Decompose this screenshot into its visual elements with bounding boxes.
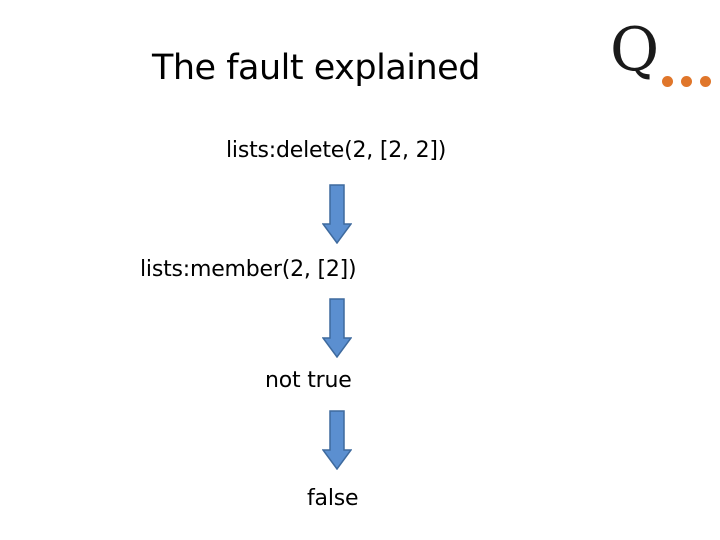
logo-dot [700,76,711,87]
step-delete-call: lists:delete(2, [2, 2]) [226,138,447,163]
step-false: false [307,486,359,511]
logo-dot [681,76,692,87]
step-member-call: lists:member(2, [2]) [140,257,357,282]
down-arrow-icon [322,184,352,244]
logo-letter: Q [610,15,660,85]
logo-dot [662,76,673,87]
down-arrow-icon [322,298,352,358]
q-logo: Q [610,18,714,98]
down-arrow-icon [322,410,352,470]
logo-dots [662,76,714,90]
step-not-true: not true [265,368,352,393]
slide-title: The fault explained [152,48,480,88]
